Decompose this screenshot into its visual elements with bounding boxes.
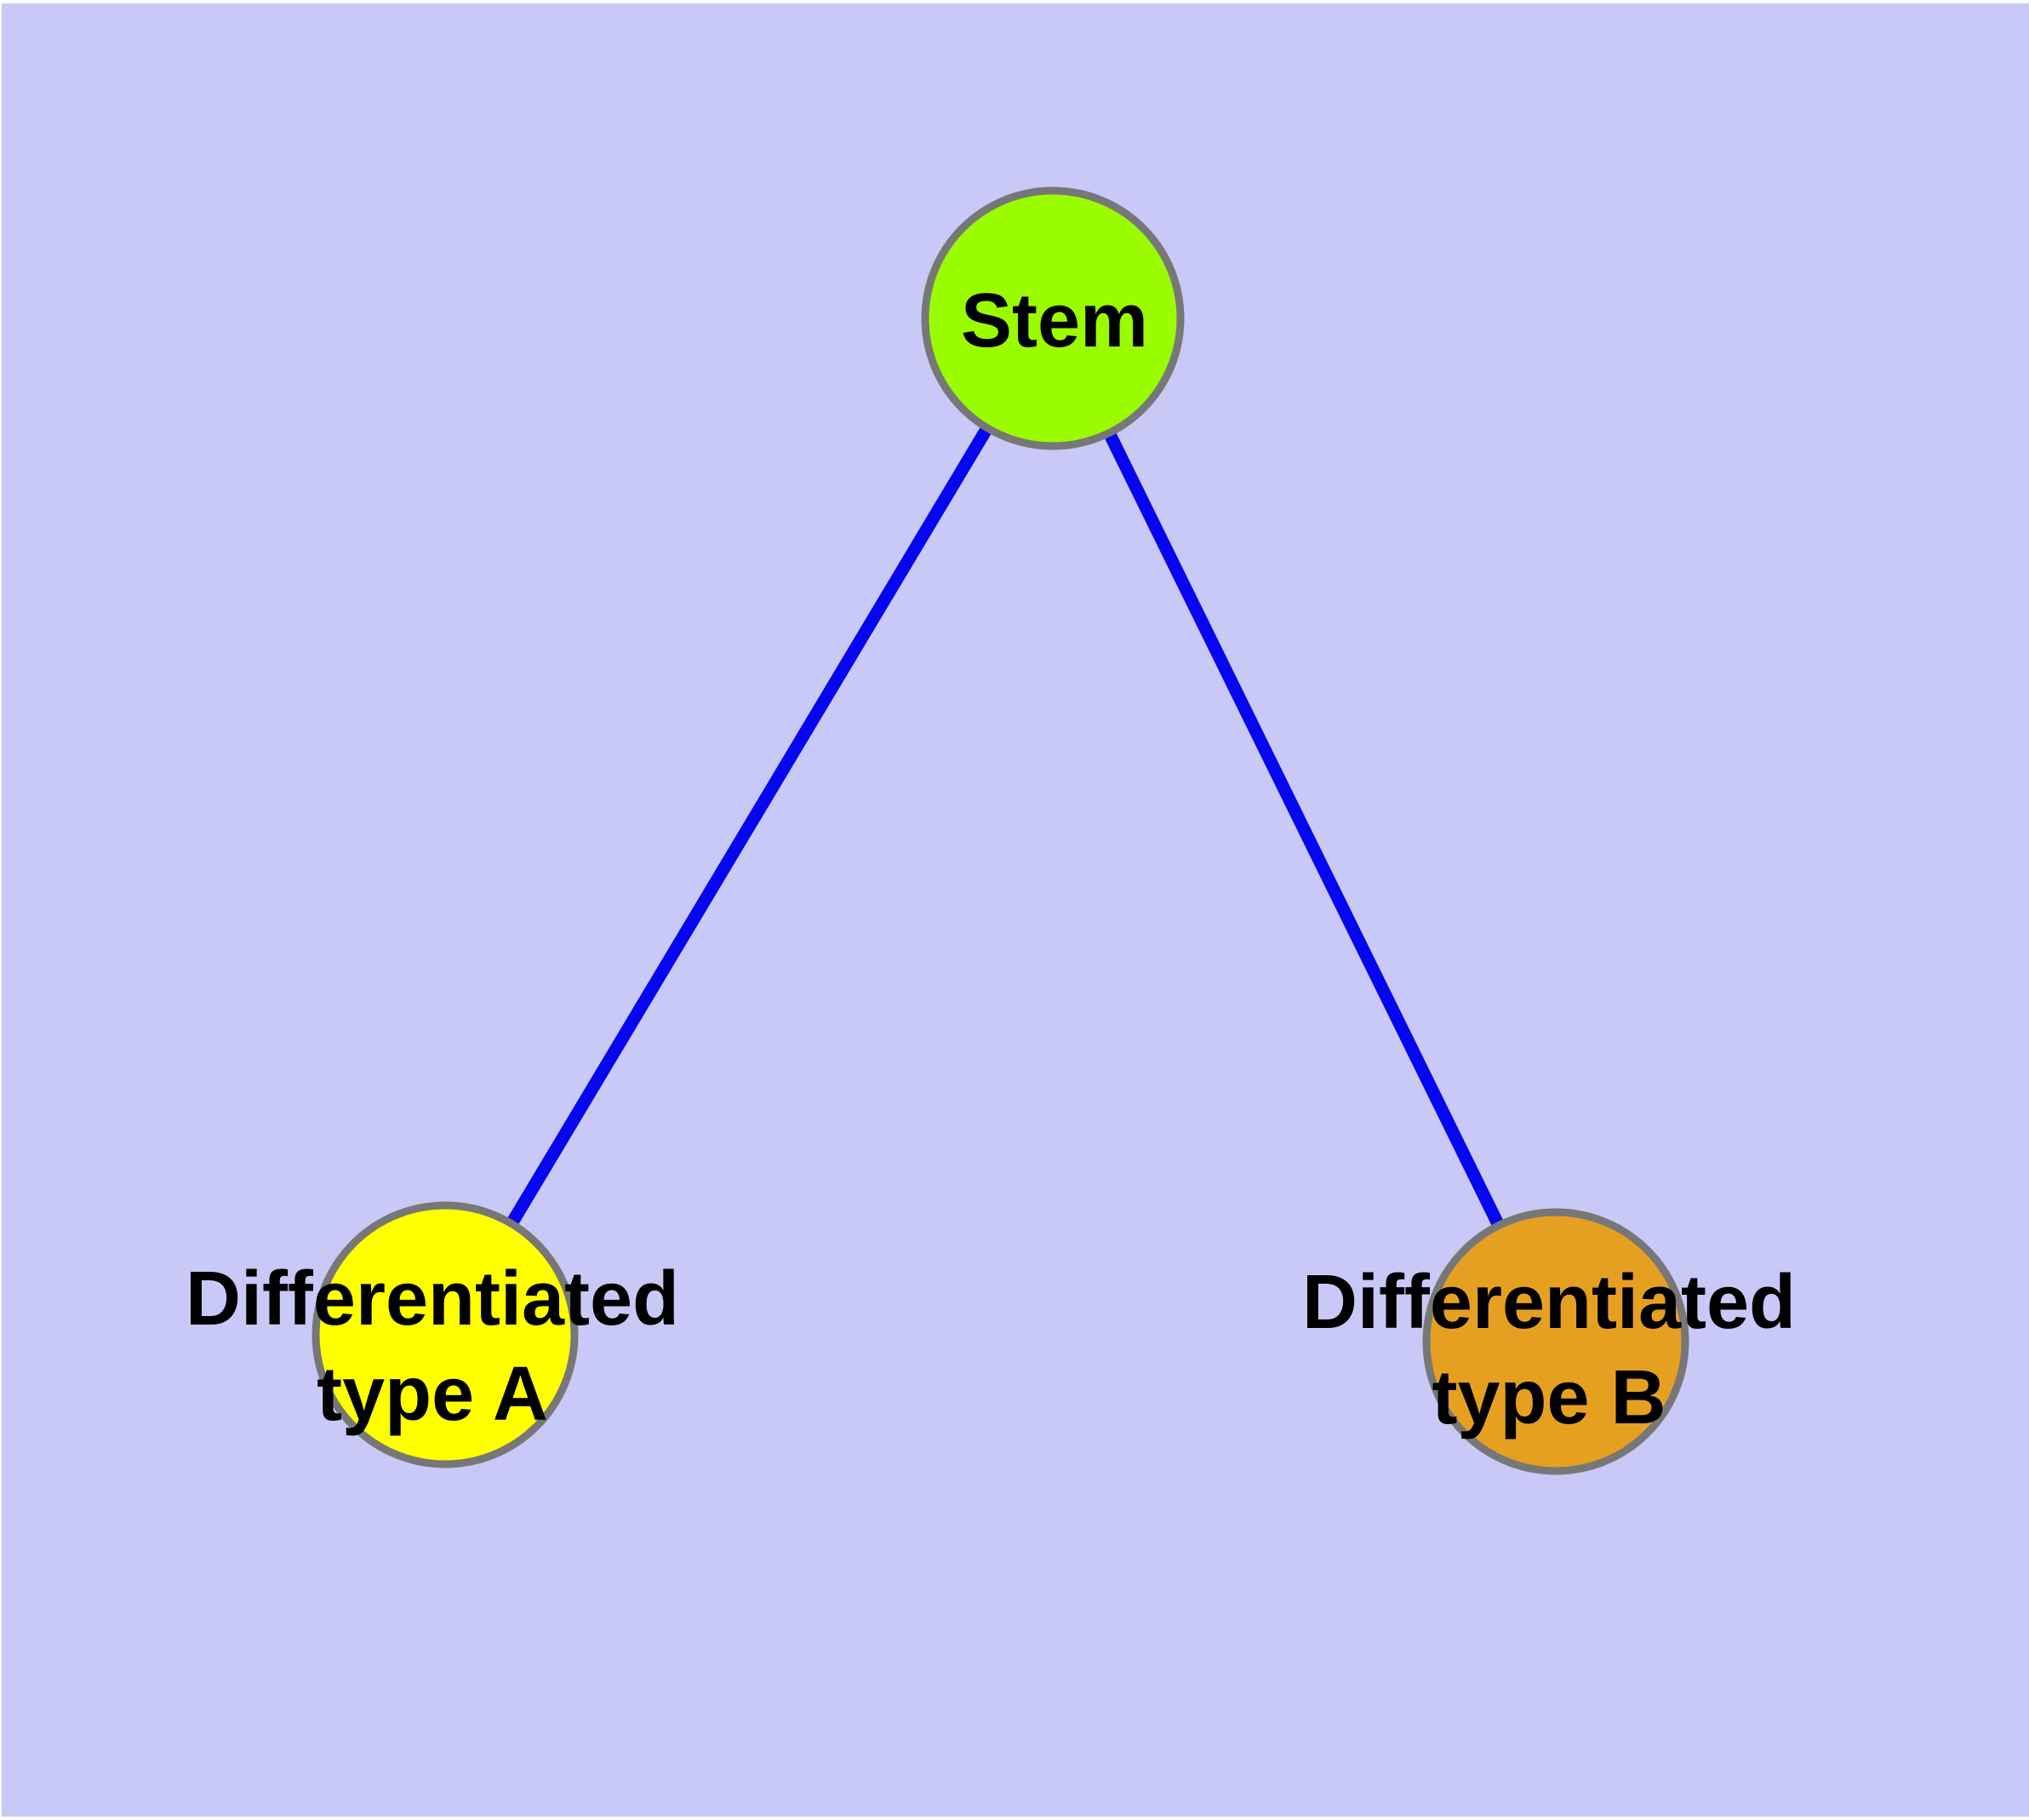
node-stem-label: Stem <box>961 278 1148 363</box>
node-type-b-label-line2: type B <box>1432 1355 1666 1440</box>
edge-stem-to-type-a <box>439 315 1059 1338</box>
node-type-a-label-line2: type A <box>317 1352 548 1437</box>
node-differentiated-type-a <box>311 1201 579 1468</box>
edge-stem-to-type-b <box>1047 315 1562 1345</box>
node-stem <box>921 186 1185 450</box>
node-type-a-label-line1: Differentiated <box>186 1256 679 1342</box>
node-type-b-label-line1: Differentiated <box>1302 1260 1796 1345</box>
node-differentiated-type-b <box>1422 1208 1689 1475</box>
